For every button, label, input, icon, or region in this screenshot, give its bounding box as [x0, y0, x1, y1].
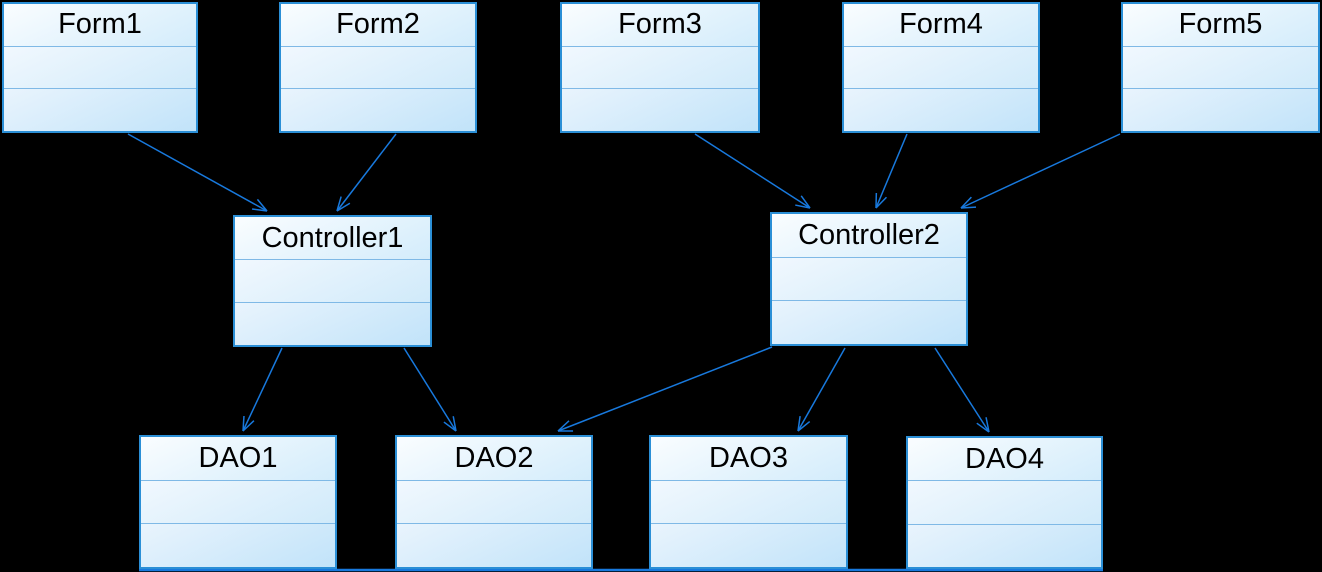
class-name-compartment-form2: Form2	[281, 4, 475, 46]
class-name-label: Form4	[899, 8, 983, 41]
operations-compartment-dao2	[397, 523, 591, 568]
class-name-compartment-form3: Form3	[562, 4, 758, 46]
class-name-compartment-dao1: DAO1	[141, 437, 335, 480]
operations-compartment-dao4	[908, 523, 1101, 567]
class-name-label: DAO3	[709, 441, 788, 474]
attributes-compartment-controller1	[235, 259, 430, 302]
class-box-dao1[interactable]: DAO1	[139, 435, 337, 569]
edge-controller2-dao2[interactable]	[557, 346, 773, 432]
attributes-compartment-dao4	[908, 480, 1101, 524]
class-name-compartment-controller2: Controller2	[772, 214, 966, 257]
attributes-compartment-dao2	[397, 479, 591, 524]
class-box-controller2[interactable]: Controller2	[770, 212, 968, 346]
class-name-label: DAO4	[965, 442, 1044, 475]
operations-compartment-controller2	[772, 300, 966, 345]
class-name-compartment-dao4: DAO4	[908, 438, 1101, 481]
attributes-compartment-dao3	[651, 479, 846, 524]
class-name-label: Form2	[336, 8, 420, 41]
operations-compartment-dao1	[141, 523, 335, 568]
operations-compartment-form1	[4, 88, 196, 132]
class-box-form4[interactable]: Form4	[842, 2, 1040, 133]
class-name-compartment-dao2: DAO2	[397, 437, 591, 480]
class-box-controller1[interactable]: Controller1	[233, 215, 432, 347]
class-name-label: DAO2	[454, 441, 534, 474]
class-name-label: Controller1	[261, 221, 404, 254]
edge-form3-controller2[interactable]	[694, 133, 811, 209]
edge-form5-controller2[interactable]	[960, 133, 1121, 209]
attributes-compartment-form4	[844, 45, 1038, 89]
class-name-compartment-dao3: DAO3	[651, 437, 846, 480]
class-name-label: Form5	[1178, 8, 1263, 41]
attributes-compartment-form3	[562, 45, 758, 89]
edge-controller2-dao4[interactable]	[934, 347, 990, 433]
class-name-label: Controller2	[798, 218, 940, 251]
class-box-form2[interactable]: Form2	[279, 2, 477, 133]
edge-form1-controller1[interactable]	[127, 133, 268, 212]
operations-compartment-form4	[844, 88, 1038, 132]
class-name-compartment-form5: Form5	[1123, 4, 1318, 46]
class-box-dao4[interactable]: DAO4	[906, 436, 1103, 569]
operations-compartment-dao3	[651, 523, 846, 568]
class-name-compartment-controller1: Controller1	[235, 217, 430, 259]
class-box-dao2[interactable]: DAO2	[395, 435, 593, 569]
class-name-label: Form3	[618, 8, 702, 41]
operations-compartment-form2	[281, 88, 475, 132]
edge-controller1-dao1[interactable]	[242, 347, 283, 432]
attributes-compartment-dao1	[141, 479, 335, 524]
edge-form2-controller1[interactable]	[336, 133, 397, 212]
edge-controller2-dao3[interactable]	[797, 347, 846, 432]
class-box-form3[interactable]: Form3	[560, 2, 760, 133]
edge-form4-controller2[interactable]	[875, 133, 908, 209]
operations-compartment-form5	[1123, 88, 1318, 132]
edge-controller1-dao2[interactable]	[403, 347, 457, 432]
class-name-label: DAO1	[198, 441, 278, 474]
attributes-compartment-form2	[281, 45, 475, 89]
operations-compartment-controller1	[235, 302, 430, 345]
class-name-label: Form1	[58, 8, 142, 41]
attributes-compartment-form5	[1123, 45, 1318, 89]
operations-compartment-form3	[562, 88, 758, 132]
attributes-compartment-form1	[4, 45, 196, 89]
class-box-form5[interactable]: Form5	[1121, 2, 1320, 133]
class-box-form1[interactable]: Form1	[2, 2, 198, 133]
class-name-compartment-form4: Form4	[844, 4, 1038, 46]
class-name-compartment-form1: Form1	[4, 4, 196, 46]
attributes-compartment-controller2	[772, 256, 966, 301]
class-box-dao3[interactable]: DAO3	[649, 435, 848, 569]
